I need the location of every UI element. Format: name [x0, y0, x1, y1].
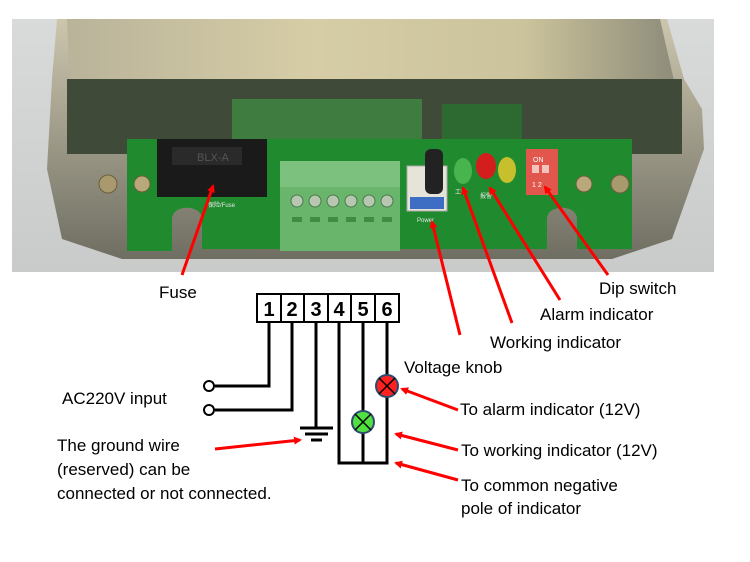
- ground-icon: [300, 426, 333, 442]
- svg-text:保险/Fuse: 保险/Fuse: [208, 201, 236, 209]
- terminal-header: [256, 293, 400, 323]
- wire-2: [215, 322, 294, 412]
- to-common-arrow: [394, 460, 459, 482]
- ac-input-terminal-1: [203, 380, 215, 392]
- svg-text:报警: 报警: [480, 192, 492, 200]
- terminal-block: [280, 161, 400, 251]
- svg-text:工作: 工作: [455, 188, 467, 196]
- svg-text:Power: Power: [417, 218, 434, 224]
- working-indicator-arrow: [461, 186, 514, 324]
- terminal-5: 5: [357, 299, 368, 321]
- ground-note-line-3: connected or not connected.: [57, 484, 272, 503]
- led-lamps-photo: 工作 报警: [454, 153, 516, 200]
- working-lamp-icon: [351, 410, 375, 434]
- terminal-2: 2: [286, 299, 297, 321]
- voltage-knob-photo: Power: [406, 149, 448, 224]
- voltage-knob-arrow: [429, 220, 462, 336]
- alarm-indicator-label: Alarm indicator: [540, 305, 654, 324]
- svg-text:1 2: 1 2: [532, 182, 542, 189]
- to-working-arrow: [394, 431, 459, 452]
- wire-1: [215, 322, 271, 388]
- dip-switch-photo: ON 1 2: [526, 149, 558, 195]
- ground-note-line-1: The ground wire: [57, 436, 180, 455]
- to-common-line-2: pole of indicator: [461, 499, 582, 518]
- alarm-indicator-arrow: [488, 186, 562, 301]
- alarm-lamp-icon: [375, 374, 399, 398]
- board-photo: BLX-A 保险/Fuse: [12, 19, 714, 272]
- voltage-knob-label: Voltage knob: [404, 358, 503, 377]
- ac-input-terminal-2: [203, 404, 215, 416]
- terminal-4: 4: [333, 299, 345, 321]
- svg-text:ON: ON: [533, 157, 544, 164]
- to-working-label: To working indicator (12V): [461, 441, 658, 460]
- fuse-arrow: [180, 184, 215, 276]
- dip-switch-arrow: [543, 185, 610, 276]
- ac-input-label: AC220V input: [62, 389, 167, 408]
- ground-note-line-2: (reserved) can be: [57, 460, 191, 479]
- to-common-line-1: To common negative: [461, 476, 618, 495]
- to-alarm-arrow: [400, 387, 459, 412]
- working-indicator-label: Working indicator: [490, 333, 622, 352]
- svg-text:BLX-A: BLX-A: [197, 152, 229, 164]
- terminal-1: 1: [263, 299, 274, 321]
- ground-arrow: [214, 436, 302, 451]
- fuse-label: Fuse: [159, 283, 197, 302]
- terminal-6: 6: [381, 299, 392, 321]
- to-alarm-label: To alarm indicator (12V): [460, 400, 641, 419]
- terminal-3: 3: [310, 299, 321, 321]
- dip-switch-label: Dip switch: [599, 279, 677, 298]
